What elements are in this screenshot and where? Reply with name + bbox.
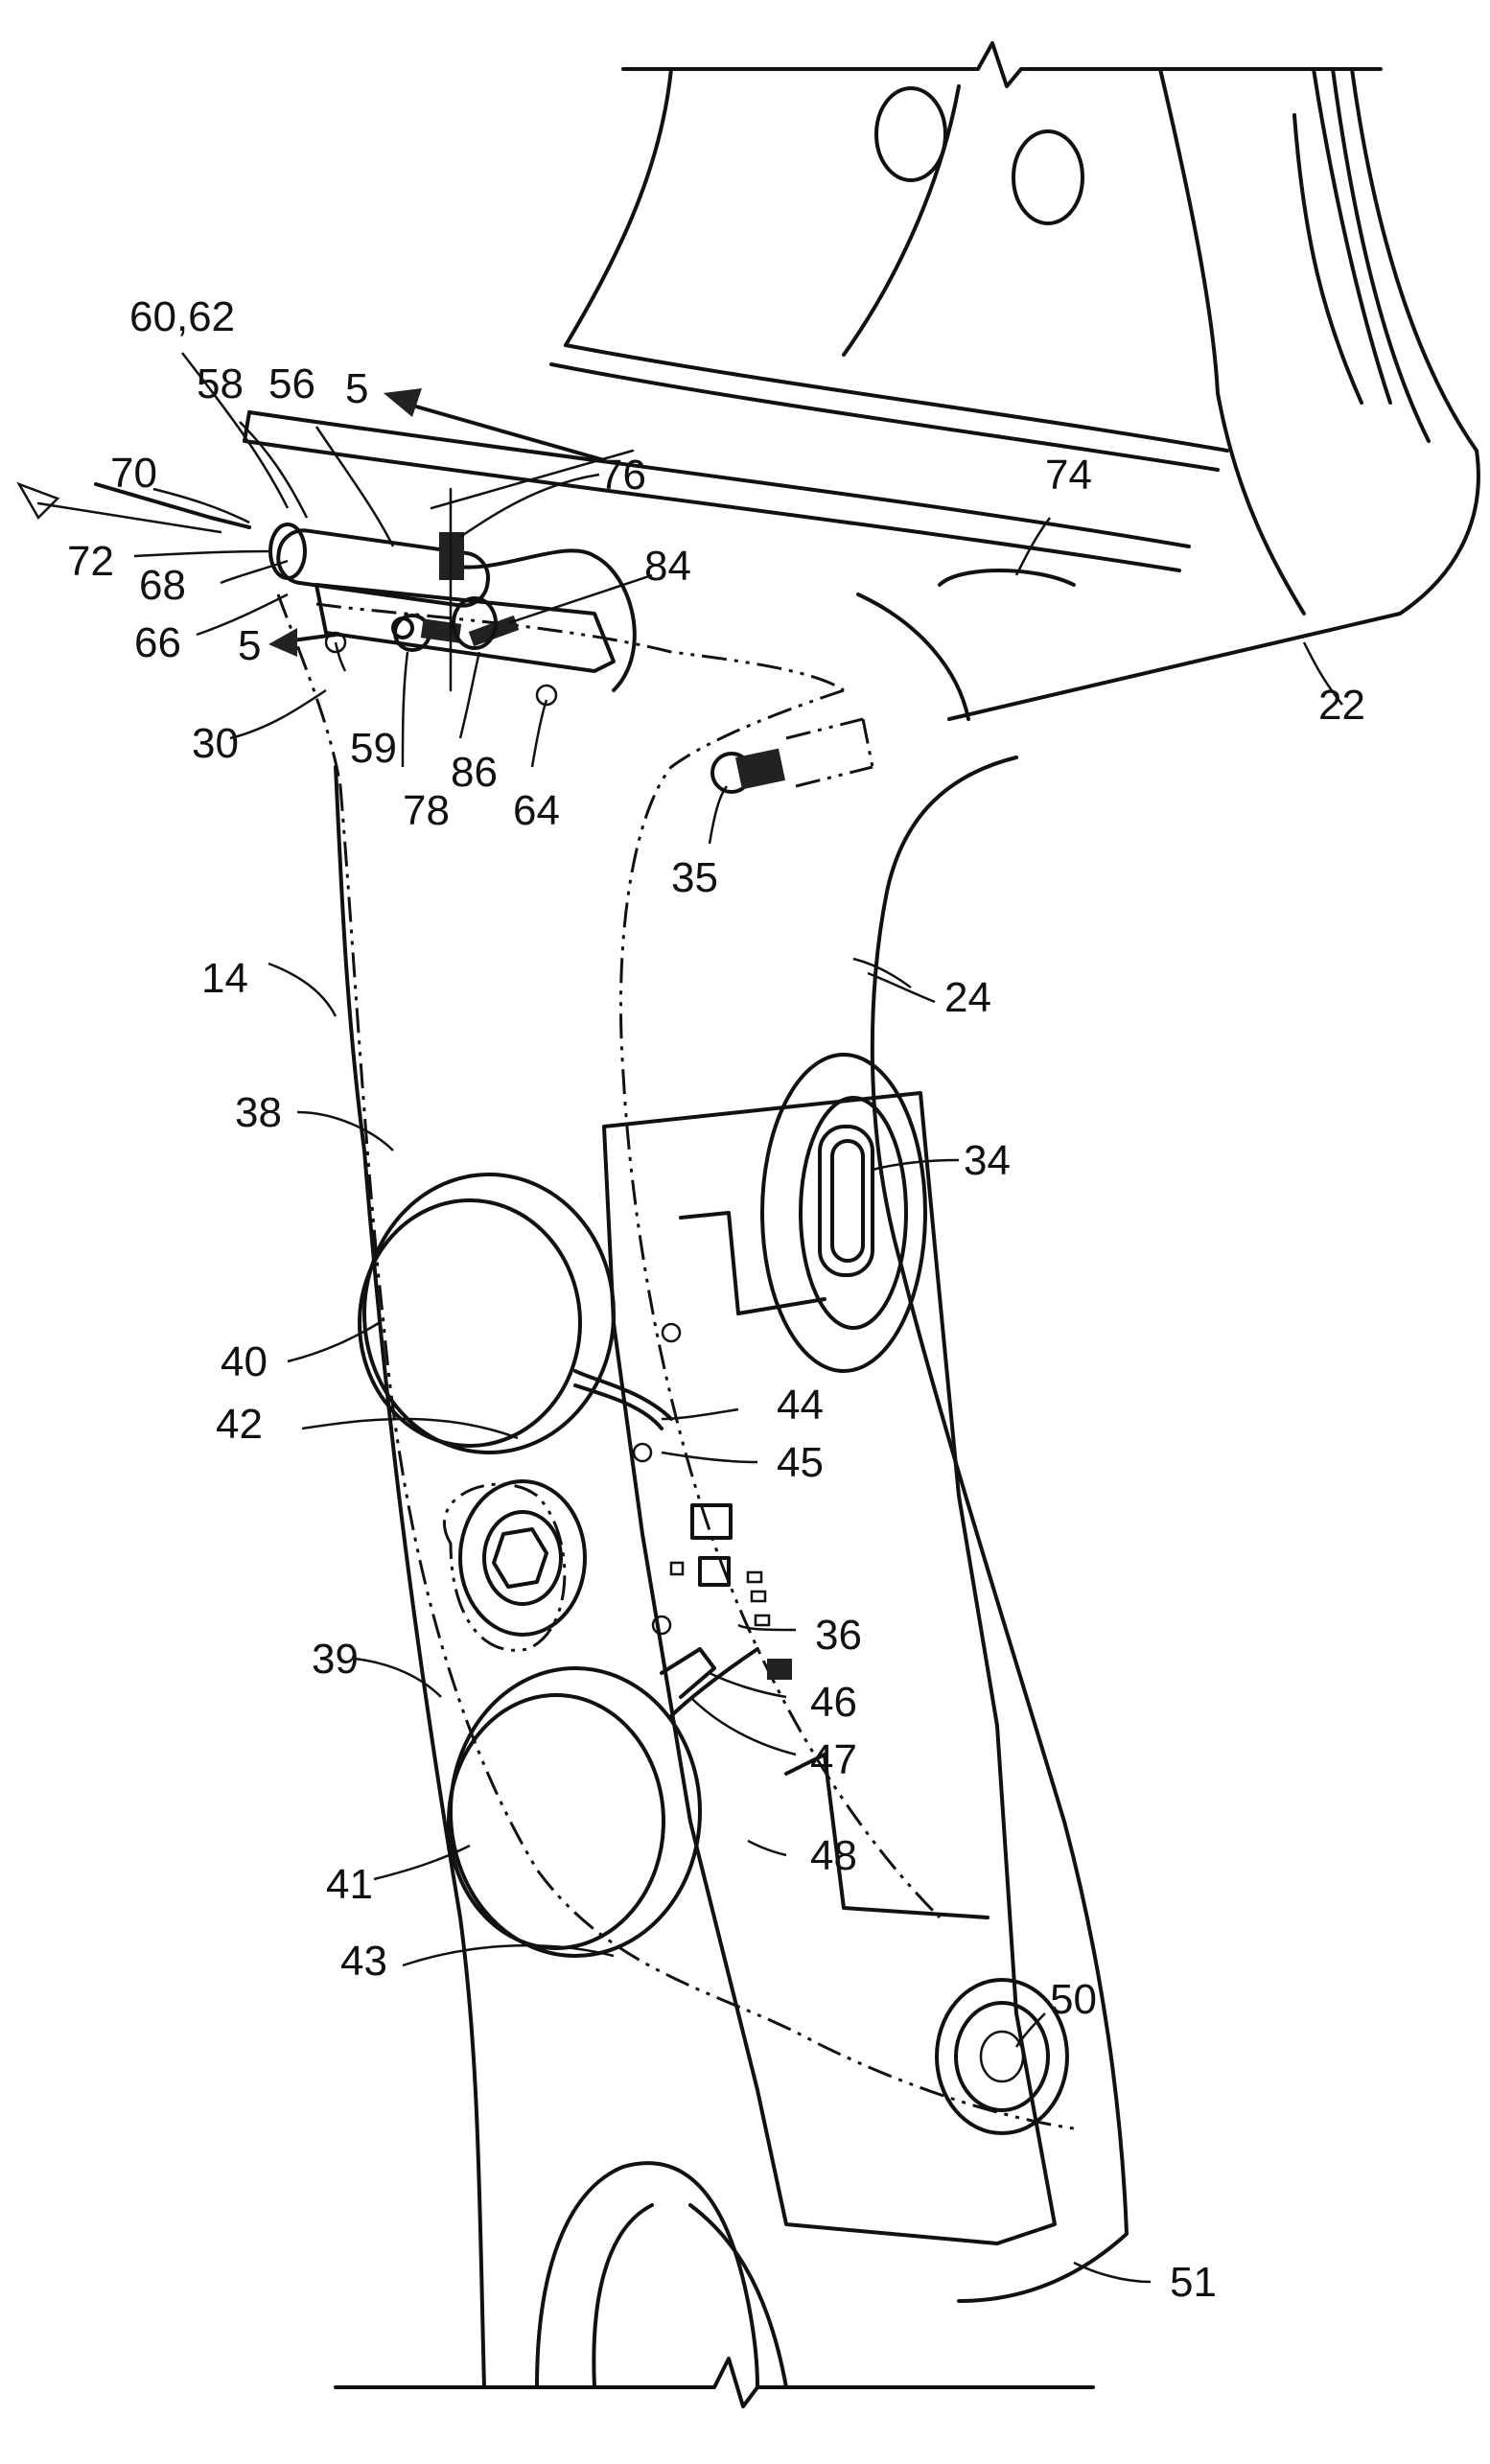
label-42: 42 xyxy=(216,1401,263,1448)
label-35: 35 xyxy=(671,854,718,901)
label-34: 34 xyxy=(964,1137,1011,1184)
label-44: 44 xyxy=(777,1382,824,1429)
label-45: 45 xyxy=(777,1439,824,1486)
button-50 xyxy=(937,1980,1067,2133)
label-56: 56 xyxy=(268,360,315,407)
label-64: 64 xyxy=(513,787,560,834)
grip-housing xyxy=(336,757,1127,2387)
label-86: 86 xyxy=(451,749,498,796)
leader-lines xyxy=(134,353,1342,2282)
label-58: 58 xyxy=(197,360,244,407)
label-70: 70 xyxy=(110,450,157,497)
label-72: 72 xyxy=(67,538,114,585)
label-14: 14 xyxy=(201,955,248,1002)
label-74: 74 xyxy=(1045,452,1092,499)
label-51: 51 xyxy=(1170,2259,1217,2306)
label-22: 22 xyxy=(1318,682,1365,729)
label-43: 43 xyxy=(340,1938,387,1985)
label-46: 46 xyxy=(810,1679,857,1726)
bottom-break-line xyxy=(336,2359,1093,2406)
label-68: 68 xyxy=(139,562,186,609)
label-41: 41 xyxy=(326,1861,373,1908)
reference-labels: 60,62 58 56 5 70 72 76 84 68 66 5 74 22 … xyxy=(67,293,1365,2306)
label-36: 36 xyxy=(815,1612,862,1659)
label-5-left: 5 xyxy=(238,622,261,669)
label-78: 78 xyxy=(403,787,450,834)
label-60-62: 60,62 xyxy=(129,293,235,340)
label-66: 66 xyxy=(134,619,181,666)
label-76: 76 xyxy=(599,452,646,499)
label-30: 30 xyxy=(192,720,239,767)
label-5-top: 5 xyxy=(345,365,368,412)
label-40: 40 xyxy=(221,1338,268,1385)
top-break-line xyxy=(623,43,1381,86)
hex-screw xyxy=(444,1481,585,1650)
label-47: 47 xyxy=(810,1736,857,1783)
label-48: 48 xyxy=(810,1832,857,1879)
label-24: 24 xyxy=(944,974,991,1021)
label-59: 59 xyxy=(350,725,397,772)
label-38: 38 xyxy=(235,1089,282,1136)
label-84: 84 xyxy=(644,543,691,590)
label-39: 39 xyxy=(312,1636,359,1683)
label-50: 50 xyxy=(1050,1976,1097,2023)
